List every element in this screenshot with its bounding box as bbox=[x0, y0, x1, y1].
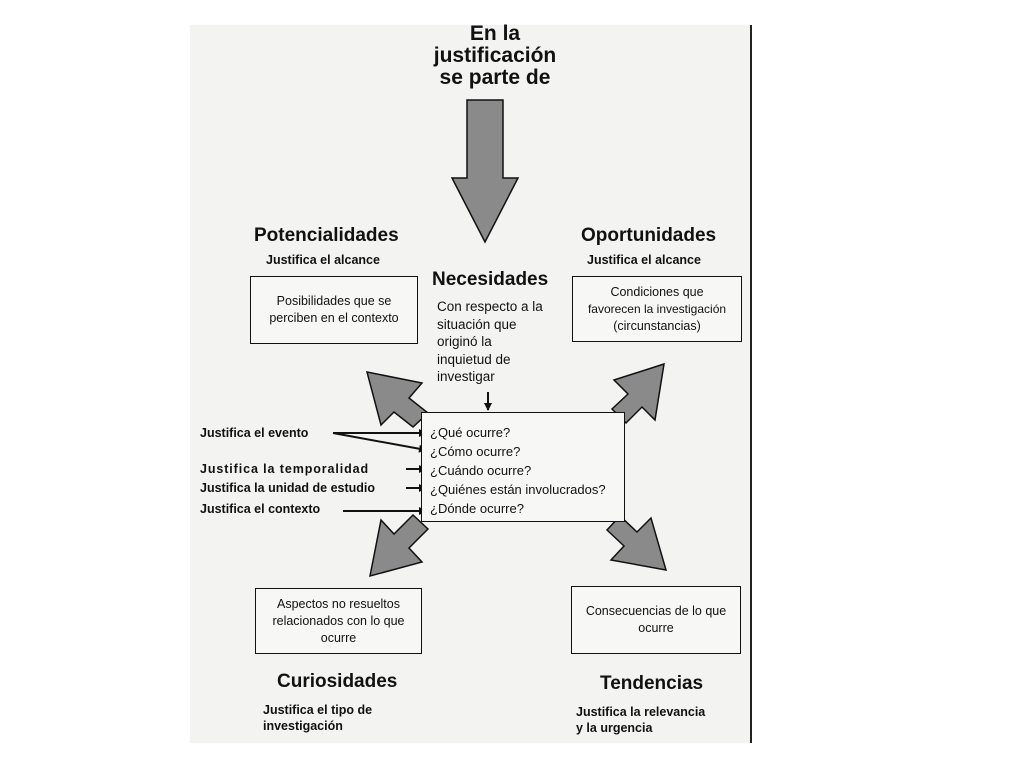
main-down-arrow bbox=[450, 99, 520, 244]
header-title: En la justificación se parte de bbox=[420, 23, 570, 89]
subtitle-line: y la urgencia bbox=[576, 721, 653, 735]
question-item: ¿Cuándo ocurre? bbox=[430, 463, 532, 478]
description-line: originó la bbox=[437, 334, 492, 349]
potencialidades-subtitle: Justifica el alcance bbox=[266, 253, 380, 267]
box-line: Condiciones que bbox=[610, 284, 704, 299]
curiosidades-title: Curiosidades bbox=[277, 671, 398, 692]
potencialidades-box: Posibilidades que se perciben en el cont… bbox=[250, 276, 418, 344]
box-line: ocurre bbox=[320, 630, 357, 645]
subtitle-line: Justifica la relevancia bbox=[576, 705, 706, 719]
description-line: investigar bbox=[437, 369, 495, 384]
box-line: relacionados con lo que bbox=[272, 613, 405, 628]
subtitle-line: Justifica el tipo de bbox=[263, 703, 373, 717]
box-line: ocurre bbox=[638, 621, 674, 635]
question-item: ¿Qué ocurre? bbox=[430, 425, 511, 440]
questions-box: ¿Qué ocurre? ¿Cómo ocurre? ¿Cuándo ocurr… bbox=[421, 412, 625, 522]
header-line: justificación bbox=[433, 44, 557, 67]
potencialidades-title: Potencialidades bbox=[254, 225, 399, 246]
curiosidades-box: Aspectos no resueltos relacionados con l… bbox=[255, 588, 422, 654]
header-line: se parte de bbox=[439, 66, 551, 89]
questions-list: ¿Qué ocurre? ¿Cómo ocurre? ¿Cuándo ocurr… bbox=[430, 423, 606, 518]
arrow-to-potencialidades bbox=[365, 371, 430, 428]
description-line: inquietud de bbox=[437, 351, 511, 367]
box-line: perciben en el contexto bbox=[269, 311, 399, 325]
question-item: ¿Dónde ocurre? bbox=[430, 501, 524, 516]
box-line: Posibilidades que se bbox=[276, 294, 392, 308]
subtitle-line: investigación bbox=[263, 719, 343, 733]
question-item: ¿Cómo ocurre? bbox=[430, 444, 521, 459]
tendencias-subtitle: Justifica la relevancia y la urgencia bbox=[576, 704, 705, 736]
description-line: Con respecto a la bbox=[437, 299, 543, 314]
necesidades-title: Necesidades bbox=[432, 269, 549, 290]
tendencias-title: Tendencias bbox=[600, 673, 704, 694]
box-line: (circunstancias) bbox=[613, 318, 701, 333]
arrow-to-tendencias bbox=[605, 514, 668, 571]
oportunidades-title: Oportunidades bbox=[581, 225, 717, 246]
label-unidad: Justifica la unidad de estudio bbox=[200, 481, 376, 495]
label-evento: Justifica el evento bbox=[200, 426, 309, 440]
label-temporalidad: Justifica la temporalidad bbox=[200, 462, 370, 476]
header-line: En la bbox=[469, 22, 521, 45]
oportunidades-subtitle: Justifica el alcance bbox=[587, 253, 701, 267]
connector-evento-2 bbox=[332, 432, 427, 453]
curiosidades-subtitle: Justifica el tipo de investigación bbox=[263, 702, 372, 734]
box-line: favorecen la investigación bbox=[587, 301, 727, 316]
description-line: situación que bbox=[437, 316, 517, 332]
box-line: Aspectos no resueltos bbox=[276, 596, 400, 611]
label-contexto: Justifica el contexto bbox=[200, 502, 321, 516]
arrow-to-curiosidades bbox=[369, 513, 430, 578]
oportunidades-box: Condiciones que favorecen la investigaci… bbox=[572, 276, 742, 342]
question-item: ¿Quiénes están involucrados? bbox=[430, 482, 606, 497]
tendencias-box: Consecuencias de lo que ocurre bbox=[571, 586, 741, 654]
box-line: Consecuencias de lo que bbox=[585, 604, 727, 618]
necesidades-description: Con respecto a la situación que originó … bbox=[437, 298, 543, 386]
